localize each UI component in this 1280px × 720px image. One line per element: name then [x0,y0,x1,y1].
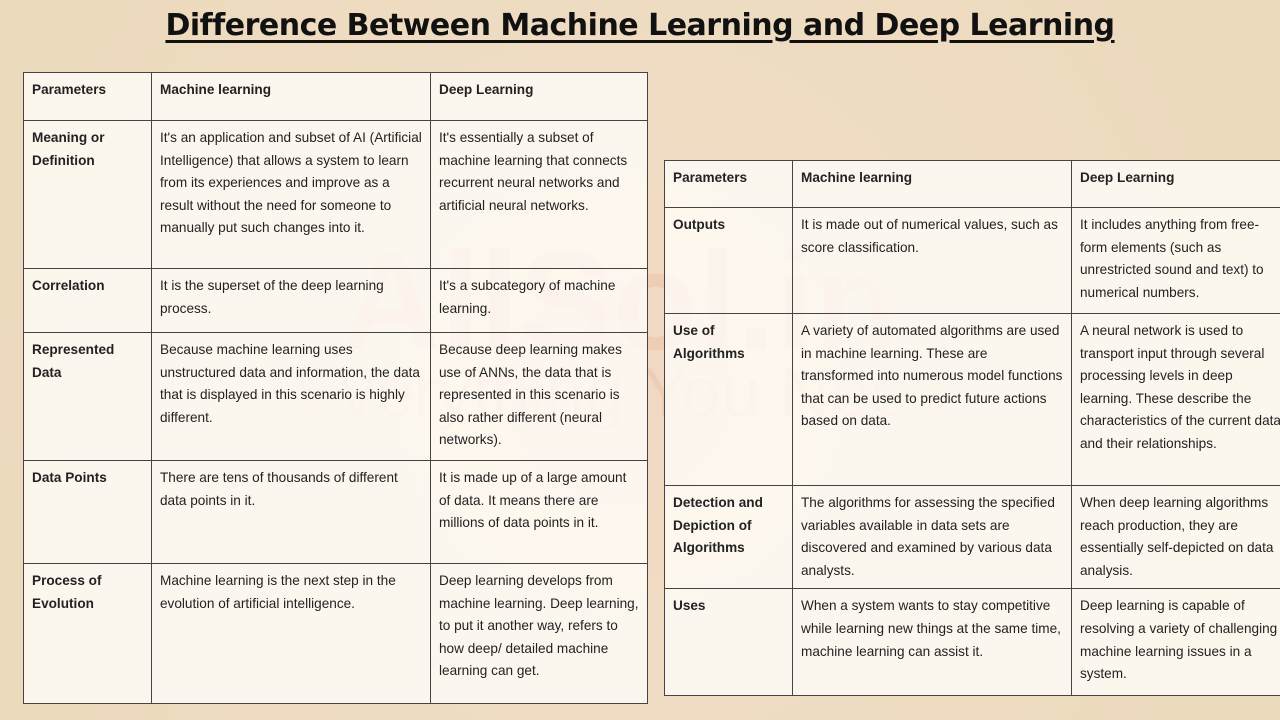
header-deep-learning: Deep Learning [430,72,648,121]
header-machine-learning: Machine learning [792,160,1072,208]
parameter-cell: Outputs [664,207,793,314]
header-parameters: Parameters [23,72,152,121]
page-title: Difference Between Machine Learning and … [165,8,1115,43]
parameter-cell: Data Points [23,460,152,564]
ml-cell: It's an application and subset of AI (Ar… [151,120,431,269]
ml-cell: A variety of automated algorithms are us… [792,313,1072,486]
header-deep-learning: Deep Learning [1071,160,1280,208]
table-row: Use of Algorithms A variety of automated… [664,313,1280,486]
parameter-cell: Meaning or Definition [23,120,152,269]
dl-cell: A neural network is used to transport in… [1071,313,1280,486]
table-header-row: Parameters Machine learning Deep Learnin… [664,160,1280,208]
table-row: Uses When a system wants to stay competi… [664,588,1280,697]
dl-cell: It includes anything from free-form elem… [1071,207,1280,314]
parameter-cell: Use of Algorithms [664,313,793,486]
table-row: Meaning or Definition It's an applicatio… [23,120,648,269]
ml-cell: When a system wants to stay competitive … [792,588,1072,697]
parameter-cell: Represented Data [23,332,152,461]
ml-cell: The algorithms for assessing the specifi… [792,484,1072,590]
dl-cell: Because deep learning makes use of ANNs,… [430,332,648,461]
header-parameters: Parameters [664,160,793,208]
parameter-cell: Process of Evolution [23,563,152,704]
ml-cell: It is the superset of the deep learning … [151,268,431,333]
dl-cell: It's essentially a subset of machine lea… [430,120,648,269]
parameter-cell: Correlation [23,268,152,333]
table-row: Represented Data Because machine learnin… [23,332,648,461]
comparison-table-left: Parameters Machine learning Deep Learnin… [23,72,648,704]
dl-cell: Deep learning is capable of resolving a … [1071,588,1280,697]
ml-cell: Machine learning is the next step in the… [151,563,431,704]
table-row: Detection and Depiction of Algorithms Th… [664,484,1280,590]
dl-cell: When deep learning algorithms reach prod… [1071,484,1280,590]
dl-cell: It is made up of a large amount of data.… [430,460,648,564]
ml-cell: Because machine learning uses unstructur… [151,332,431,461]
table-row: Process of Evolution Machine learning is… [23,563,648,704]
table-row: Correlation It is the superset of the de… [23,268,648,333]
parameter-cell: Uses [664,588,793,697]
ml-cell: There are tens of thousands of different… [151,460,431,564]
parameter-cell: Detection and Depiction of Algorithms [664,484,793,590]
ml-cell: It is made out of numerical values, such… [792,207,1072,314]
dl-cell: Deep learning develops from machine lear… [430,563,648,704]
table-row: Outputs It is made out of numerical valu… [664,207,1280,314]
table-row: Data Points There are tens of thousands … [23,460,648,564]
dl-cell: It's a subcategory of machine learning. [430,268,648,333]
header-machine-learning: Machine learning [151,72,431,121]
comparison-table-right: Parameters Machine learning Deep Learnin… [664,160,1280,697]
table-header-row: Parameters Machine learning Deep Learnin… [23,72,648,121]
